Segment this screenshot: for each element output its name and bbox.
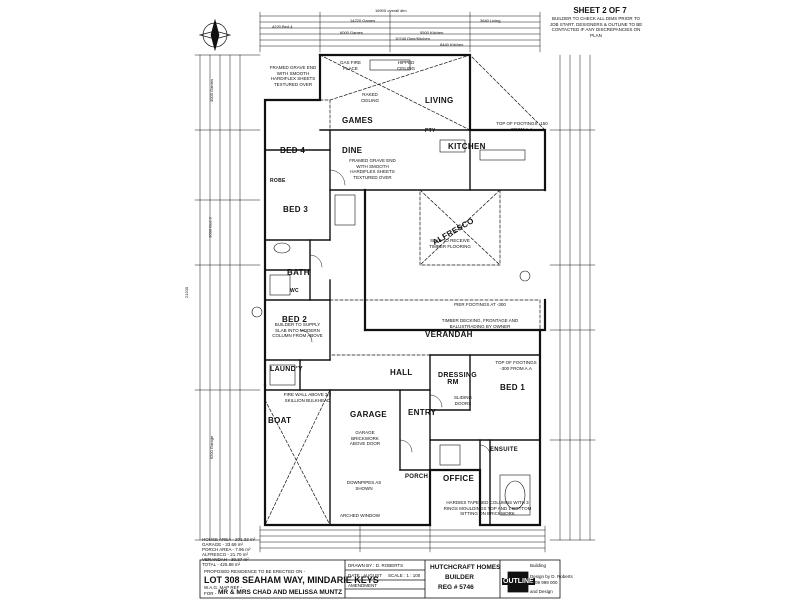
area-porch: PORCH AREA - 7.96 m² xyxy=(202,547,251,552)
area-garage: GARAGE - 33.69 m² xyxy=(202,542,244,547)
note-framed-gables: FRAMED GRAVE END WITH SMOOTH HARDIFLEX S… xyxy=(269,65,317,87)
room-hall: HALL xyxy=(390,368,413,377)
tb-building: Building xyxy=(530,563,547,568)
dim-top-g: 8440 Kitchen xyxy=(440,42,464,47)
tb-outline-logo: OUTLINE xyxy=(502,578,535,585)
dim-top-a: 14220 Games xyxy=(350,18,376,23)
room-games: GAMES xyxy=(342,116,373,125)
note-sliding: SLIDING DOORS xyxy=(453,395,472,406)
room-garage: GARAGE xyxy=(350,410,387,419)
room-living: LIVING xyxy=(425,96,454,105)
note-timber-decking: TIMBER DECKING, FRONTAGE AND BALUSTRADIN… xyxy=(441,318,519,329)
tb-amendment: AMENDMENT xyxy=(348,583,377,588)
dim-left-c: 6200 Garage xyxy=(209,435,215,460)
room-pantry: PTY xyxy=(425,128,436,134)
outdoor-outlines xyxy=(264,54,546,526)
section-markers xyxy=(251,270,531,318)
room-office: OFFICE xyxy=(443,474,475,483)
dim-top-d: 6000 Games xyxy=(340,30,363,35)
dim-overall-left: 21200 xyxy=(184,286,190,299)
room-ensuite: ENSUITE xyxy=(490,447,519,453)
tb-drawn: DRAWN BY : D. ROBERTS xyxy=(348,563,404,568)
room-dine: DINE xyxy=(342,146,363,155)
door-swings xyxy=(299,169,491,456)
fixtures xyxy=(269,59,531,516)
note-fireplace: GAS FIRE PLACE xyxy=(339,60,361,71)
sheet-number: SHEET 2 OF 7 xyxy=(573,6,627,15)
bottom-dimension-lines xyxy=(259,525,546,553)
dim-left-b: 3000 Bed 3 xyxy=(207,217,213,238)
tb-client: MR & MRS CHAD AND MELISSA MUNTZ xyxy=(218,589,343,596)
dim-overall-top: 16900 overall dim xyxy=(375,8,407,13)
note-garage: GARAGE BRICKWORK ABOVE DOOR xyxy=(349,430,381,446)
top-dimension-lines xyxy=(259,11,541,53)
room-robe: ROBE xyxy=(270,178,286,184)
room-bed3: BED 3 xyxy=(283,205,309,214)
tb-for: FOR - xyxy=(204,591,217,596)
note-top-footing: TOP OF FOOTINGS -150 FROM A.A xyxy=(496,121,548,132)
tb-designer: Design by D. Roberts xyxy=(530,574,573,579)
note-hipped: HIPPED CEILING xyxy=(396,60,415,71)
note-raked: RAKED CEILING xyxy=(360,92,379,103)
room-boat: BOAT xyxy=(268,416,292,425)
note-columns: HARDIES TAPERED COLUMNS WITH 3 RINGS MOU… xyxy=(443,500,532,516)
tb-phone: 0409 999 000 xyxy=(530,580,558,585)
area-house: HOUSE AREA - 201.33 m² xyxy=(202,537,256,542)
area-total: TOTAL - 425.88 m² xyxy=(202,562,241,567)
dim-top-b: 3640 Living xyxy=(480,18,501,23)
area-alfresco: ALFRESCO - 21.70 m² xyxy=(202,552,249,557)
note-firewall: FIRE WALL ABOVE 3/2 SKILLION BULKHEAD xyxy=(283,392,332,403)
sheet-note: BUILDER TO CHECK ALL DIMS PRIOR TO JOB S… xyxy=(549,16,643,38)
north-arrow xyxy=(198,18,232,52)
tb-reg: REG # 5746 xyxy=(438,584,474,591)
tb-scale: SCALE : 1 : 100 xyxy=(388,573,421,578)
note-downpipes: DOWNPIPES AS SHOWN xyxy=(346,480,382,491)
note-alfresco-slab: SLAB TO RECEIVE TIMBER FLOORING xyxy=(429,238,471,249)
room-verandah: VERANDAH xyxy=(425,330,473,339)
tb-builder-name: HUTCHCRAFT HOMES xyxy=(430,564,501,571)
room-bed1: BED 1 xyxy=(500,383,526,392)
tb-proposed: PROPOSED RESIDENCE TO BE ERECTED ON - xyxy=(204,569,306,574)
tb-date: DATE : AUGUST xyxy=(348,573,382,578)
room-wc: WC xyxy=(290,288,299,294)
dim-top-e: 5500 Kitchen xyxy=(420,30,444,35)
dim-top-f: 10740 Dine/Kitchen xyxy=(395,36,430,41)
tb-design: and Design xyxy=(530,589,553,594)
room-bed2: BED 2 xyxy=(282,315,308,324)
room-porch: PORCH xyxy=(405,474,429,480)
left-dimension-lines xyxy=(194,54,261,541)
room-laundry: LAUND'Y xyxy=(270,366,303,373)
room-bath: BATH xyxy=(287,268,310,277)
note-framed-gables-2: FRAMED GRAVE END WITH SMOOTH HARDIFLEX S… xyxy=(349,158,396,180)
tb-builder-label: BUILDER xyxy=(445,574,474,581)
tb-lot: LOT 308 SEAHAM WAY, MINDARIE KEYS xyxy=(204,575,379,585)
room-entry: ENTRY xyxy=(408,408,437,417)
room-bed4: BED 4 xyxy=(280,146,306,155)
note-pier-footings: PIER FOOTINGS AT -300 xyxy=(454,302,506,307)
area-verandah: VERANDAH - 30.37 m² xyxy=(202,557,249,562)
tb-plan: W.A.G. MAP REF - xyxy=(204,585,243,590)
dim-left-a: 4000 Games xyxy=(208,79,214,102)
right-dimension-lines xyxy=(549,54,596,541)
room-kitchen: KITCHEN xyxy=(448,142,486,151)
note-laundry: BUILDER TO SUPPLY SLAB INTO MODERN COLUM… xyxy=(272,322,323,338)
dim-top-c: 4220 Bed 4 xyxy=(272,24,293,29)
note-arched-window: ARCHED WINDOW xyxy=(340,513,380,518)
room-dressing: DRESSING RM xyxy=(438,372,477,386)
note-top-footing-2: TOP OF FOOTINGS -300 FROM A.A xyxy=(495,360,537,371)
